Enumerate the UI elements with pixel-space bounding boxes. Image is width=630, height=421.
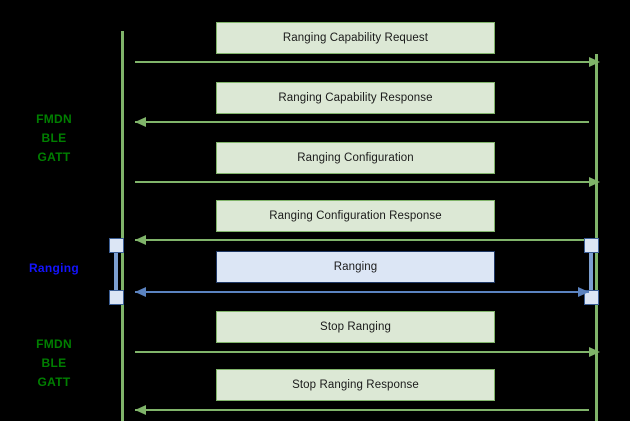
message-box: Ranging Configuration xyxy=(216,142,495,174)
message-box: Ranging Configuration Response xyxy=(216,200,495,232)
phase-line: BLE xyxy=(41,131,67,145)
arrow-head-right-icon xyxy=(589,347,600,357)
activation-bar-left xyxy=(114,240,118,298)
message-arrow-line xyxy=(135,351,589,353)
message-arrow-line xyxy=(135,61,589,63)
message-box: Ranging Capability Request xyxy=(216,22,495,54)
message-arrow-line xyxy=(135,239,589,241)
arrow-head-right-icon xyxy=(589,177,600,187)
message-box: Ranging Capability Response xyxy=(216,82,495,114)
message-box: Stop Ranging Response xyxy=(216,369,495,401)
message-arrow-line xyxy=(135,121,589,123)
phase-line: FMDN xyxy=(36,112,72,126)
message-arrow-line-ranging xyxy=(135,291,589,293)
message-box-ranging: Ranging xyxy=(216,251,495,283)
message-arrow-line xyxy=(135,409,589,411)
message-arrow-line xyxy=(135,181,589,183)
lifeline-left xyxy=(121,31,124,421)
activation-start-box-left xyxy=(109,238,124,253)
phase-line: GATT xyxy=(37,375,71,389)
phase-label-fmdn-ble-gatt-bottom: FMDN BLE GATT xyxy=(6,335,102,392)
phase-line: GATT xyxy=(37,150,71,164)
phase-label-fmdn-ble-gatt-top: FMDN BLE GATT xyxy=(6,110,102,167)
phase-line: Ranging xyxy=(28,261,80,275)
arrow-head-left-icon xyxy=(135,405,146,415)
arrow-head-right-icon xyxy=(589,57,600,67)
arrow-head-left-icon xyxy=(135,287,146,297)
activation-start-box-right xyxy=(584,238,599,253)
activation-end-box-left xyxy=(109,290,124,305)
arrow-head-left-icon xyxy=(135,117,146,127)
phase-line: BLE xyxy=(41,356,67,370)
phase-label-ranging: Ranging xyxy=(6,259,102,278)
arrow-head-left-icon xyxy=(135,235,146,245)
arrow-head-right-icon xyxy=(578,287,589,297)
activation-bar-right xyxy=(589,240,593,298)
lifeline-right xyxy=(595,54,598,421)
message-box: Stop Ranging xyxy=(216,311,495,343)
phase-line: FMDN xyxy=(36,337,72,351)
